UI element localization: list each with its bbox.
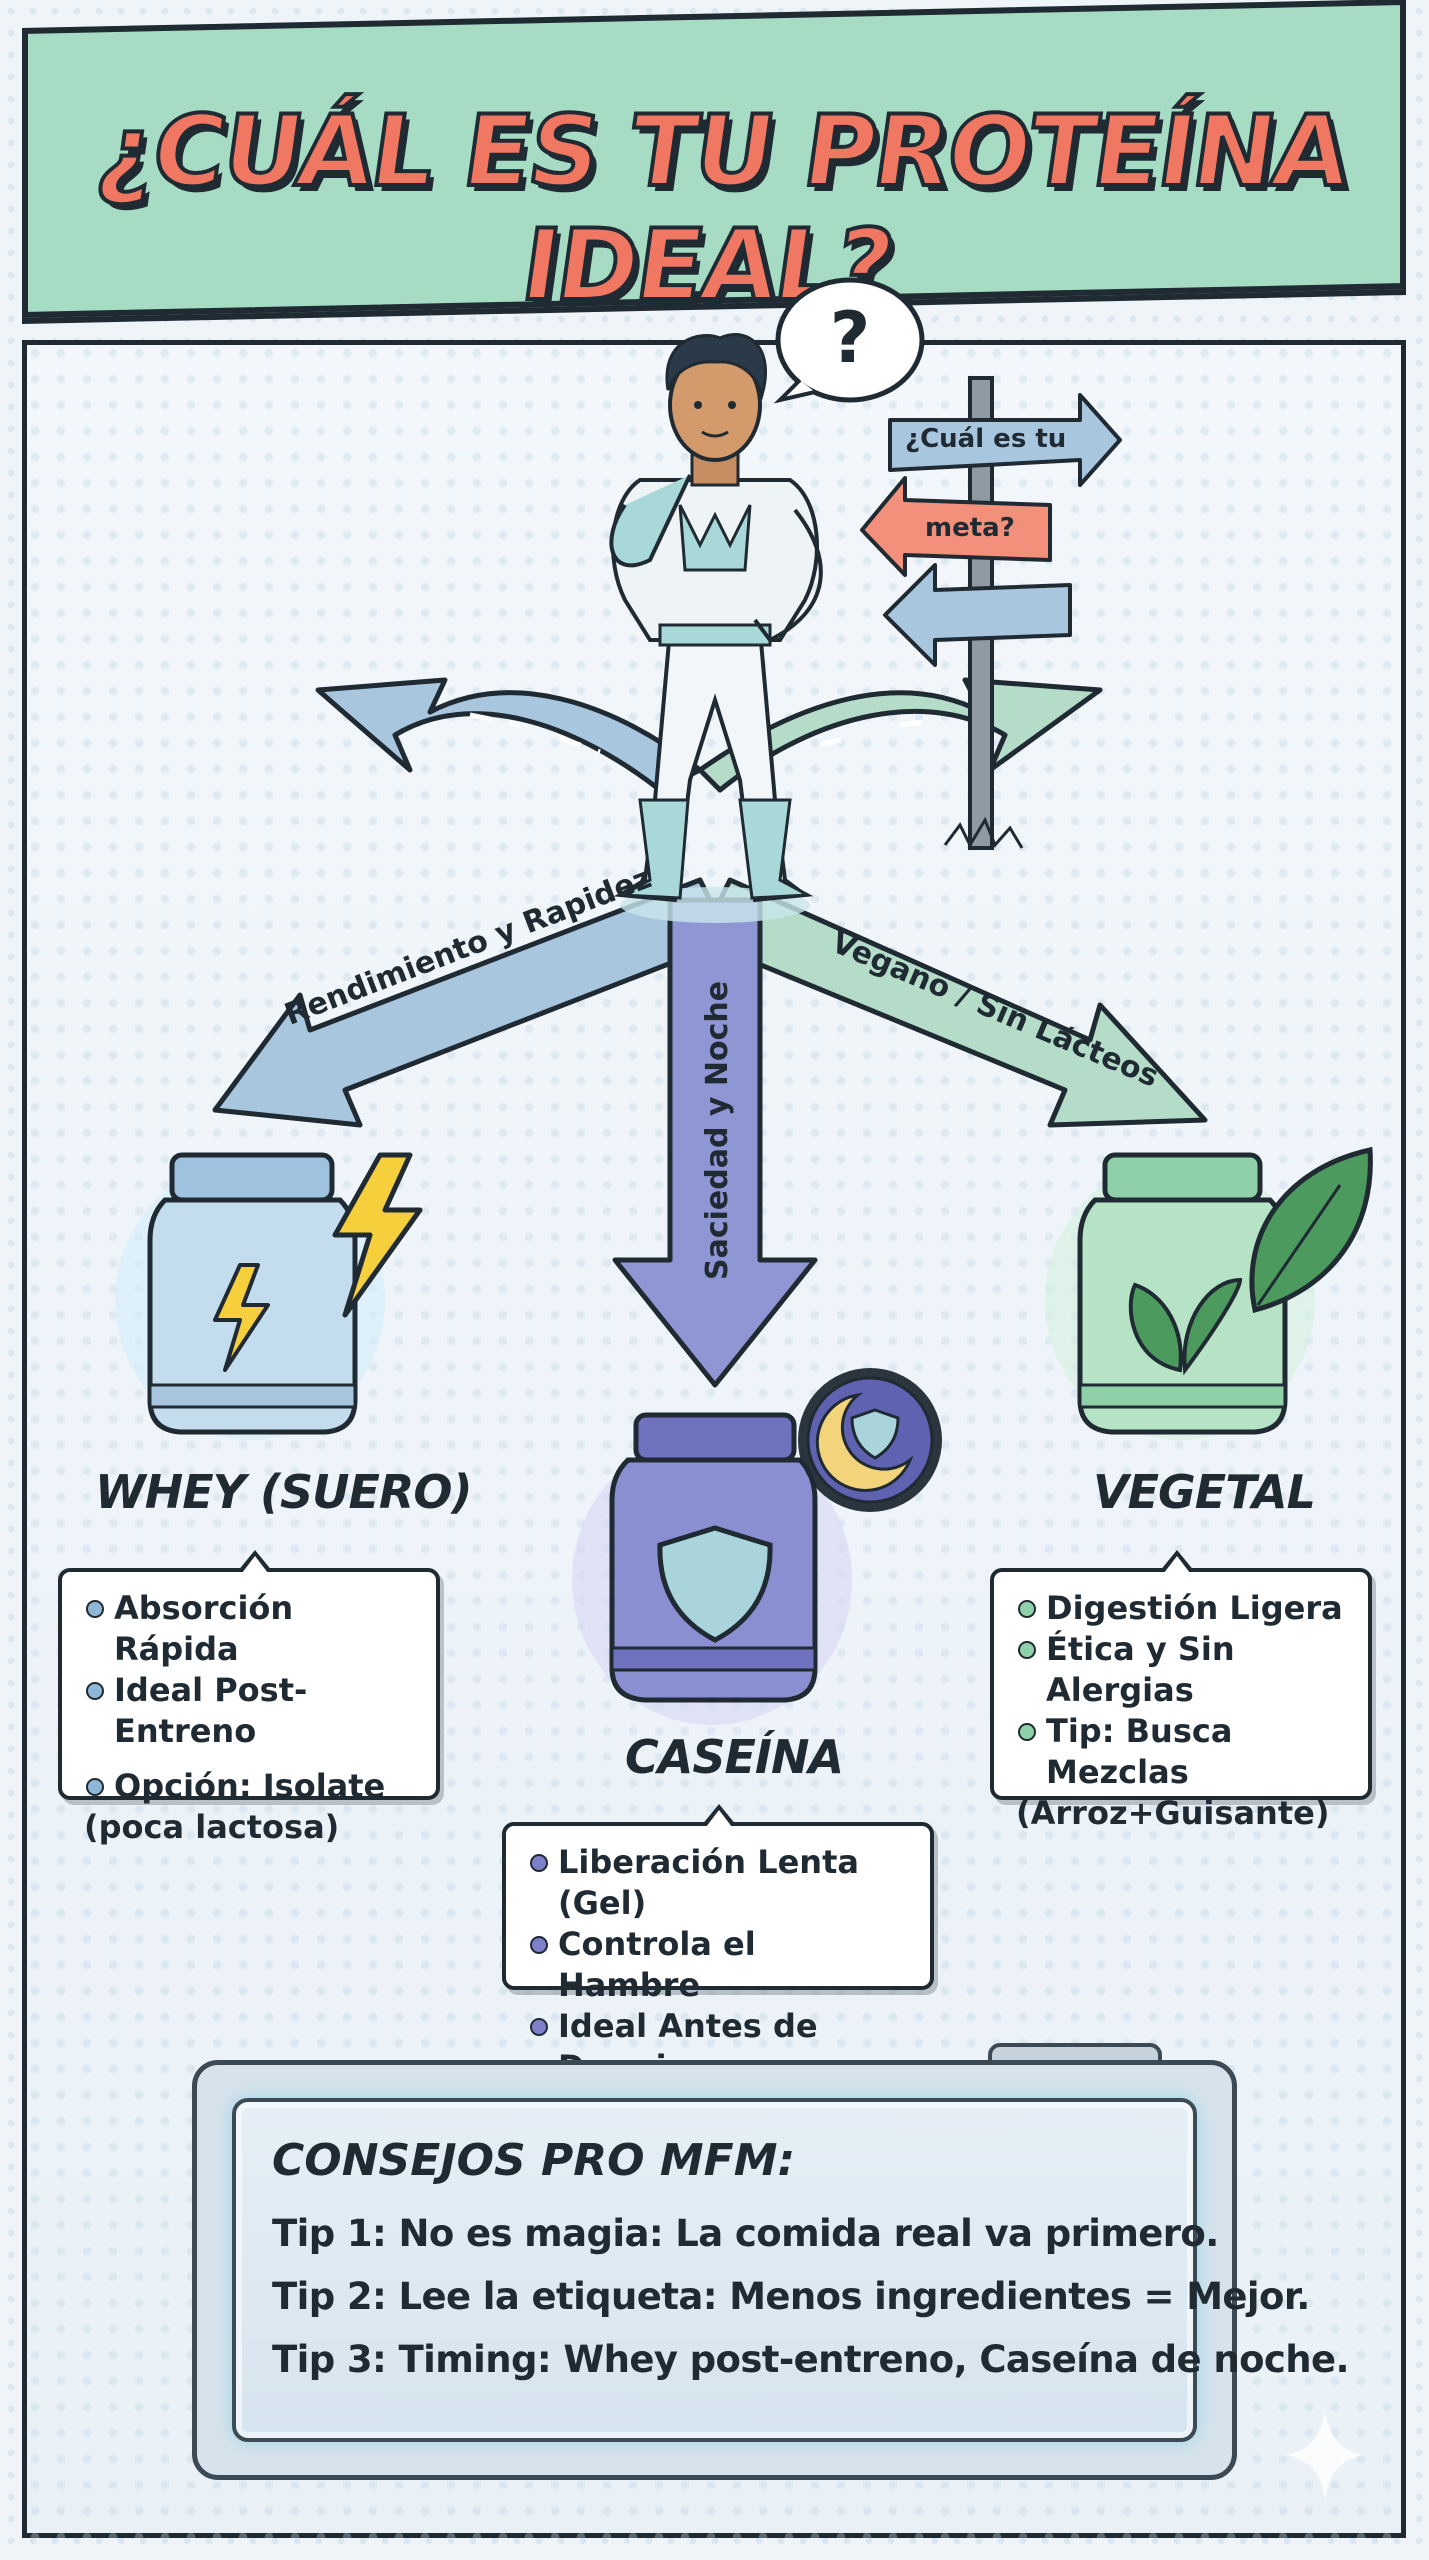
shield-icon bbox=[657, 1525, 773, 1643]
tips-panel bbox=[232, 2098, 1197, 2442]
vegetal-name: VEGETAL bbox=[1093, 1465, 1316, 1519]
whey-jar bbox=[115, 1152, 423, 1440]
lightning-icon bbox=[332, 1152, 423, 1318]
road-left-upper bbox=[315, 677, 703, 793]
whey-item: Opción: Isolate bbox=[84, 1766, 414, 1807]
whey-name: WHEY (SUERO) bbox=[95, 1465, 472, 1519]
whey-item-continuation: (poca lactosa) bbox=[84, 1808, 340, 1846]
tips-title: CONSEJOS PRO MFM: bbox=[272, 2135, 796, 2186]
signpost bbox=[860, 376, 1122, 850]
lightning-icon bbox=[213, 1263, 270, 1372]
casein-jar bbox=[572, 1368, 942, 1725]
sparkle-icon bbox=[1285, 2410, 1365, 2500]
road-right-upper bbox=[697, 677, 1103, 793]
casein-item: Controla el Hambre bbox=[528, 1924, 908, 2006]
signpost-text-1: ¿Cuál es tu bbox=[905, 424, 1067, 454]
question-mark-icon: ? bbox=[830, 297, 871, 379]
vegetal-item: Digestión Ligera bbox=[1016, 1588, 1346, 1629]
hero-character bbox=[609, 333, 823, 923]
signpost-text-2: meta? bbox=[925, 513, 1015, 543]
route-arrow-left bbox=[212, 877, 733, 1128]
shield-icon bbox=[850, 1408, 900, 1460]
thought-bubble bbox=[773, 277, 925, 404]
vegetal-item: Tip: Busca Mezclas bbox=[1016, 1711, 1346, 1793]
tip-item: Tip 1: No es magia: La comida real va pr… bbox=[272, 2212, 1219, 2255]
whey-item: Ideal Post-Entreno bbox=[84, 1670, 414, 1752]
leaf-icon bbox=[1128, 1277, 1243, 1376]
whey-item: Absorción Rápida bbox=[84, 1588, 414, 1670]
vegetal-info-box: Digestión Ligera Ética y Sin Alergias Ti… bbox=[990, 1550, 1372, 1832]
vegetal-item-continuation: (Arroz+Guisante) bbox=[1016, 1794, 1330, 1832]
tip-item: Tip 3: Timing: Whey post-entreno, Caseín… bbox=[272, 2338, 1350, 2381]
tip-item: Tip 2: Lee la etiqueta: Menos ingredient… bbox=[272, 2275, 1310, 2318]
vegetal-item: Ética y Sin Alergias bbox=[1016, 1629, 1346, 1711]
route-arrow-center bbox=[612, 897, 818, 1388]
whey-info-box: Absorción Rápida Ideal Post-Entreno Opci… bbox=[58, 1550, 440, 1846]
casein-info-box: Liberación Lenta (Gel) Controla el Hambr… bbox=[502, 1804, 934, 2086]
casein-name: CASEÍNA bbox=[625, 1730, 844, 1784]
vegetal-jar bbox=[1045, 1146, 1373, 1440]
route-label-center: Saciedad y Noche bbox=[700, 980, 735, 1280]
moon-icon bbox=[815, 1392, 914, 1492]
casein-item: Liberación Lenta (Gel) bbox=[528, 1842, 908, 1924]
